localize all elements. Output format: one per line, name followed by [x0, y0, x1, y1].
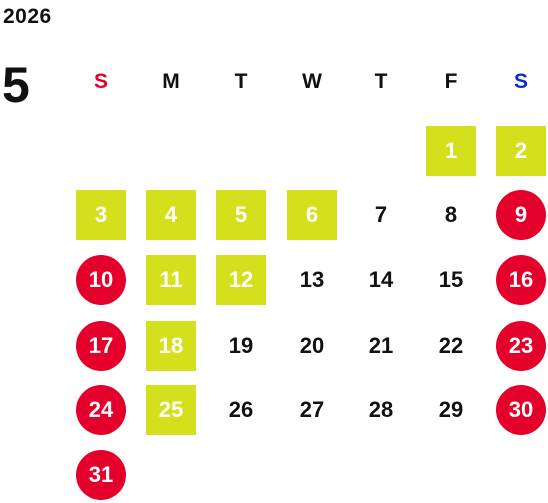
day-cell[interactable]: 23 [496, 321, 546, 371]
day-cell[interactable]: 30 [496, 385, 546, 435]
day-cell[interactable]: 8 [444, 202, 458, 227]
day-cell[interactable]: 7 [374, 202, 388, 227]
year-label: 2026 [3, 5, 52, 28]
day-cell[interactable]: 17 [76, 321, 126, 371]
day-cell[interactable]: 4 [146, 190, 196, 240]
day-cell[interactable]: 11 [146, 255, 196, 305]
day-cell[interactable]: 20 [299, 333, 325, 358]
day-cell[interactable]: 28 [368, 397, 394, 422]
weekday-label: S [513, 70, 528, 93]
day-cell[interactable]: 16 [496, 255, 546, 305]
day-cell[interactable]: 14 [368, 267, 394, 292]
day-cell[interactable]: 31 [76, 450, 126, 500]
day-cell[interactable]: 26 [228, 397, 254, 422]
day-cell[interactable]: 27 [299, 397, 325, 422]
day-cell[interactable]: 25 [146, 385, 196, 435]
day-cell[interactable]: 15 [438, 267, 464, 292]
day-cell[interactable]: 3 [76, 190, 126, 240]
weekday-label: F [444, 70, 458, 93]
weekday-label: M [162, 70, 180, 93]
day-cell[interactable]: 9 [496, 190, 546, 240]
weekday-label: S [93, 70, 108, 93]
day-cell[interactable]: 6 [287, 190, 337, 240]
day-cell[interactable]: 5 [216, 190, 266, 240]
day-cell[interactable]: 21 [368, 333, 394, 358]
month-number: 5 [2, 57, 30, 113]
day-cell[interactable]: 2 [496, 126, 546, 176]
day-cell[interactable]: 24 [76, 385, 126, 435]
day-cell[interactable]: 13 [299, 267, 325, 292]
day-cell[interactable]: 19 [228, 333, 254, 358]
day-cell[interactable]: 29 [438, 397, 464, 422]
weekday-label: T [374, 70, 388, 93]
day-cell[interactable]: 18 [146, 321, 196, 371]
weekday-label: T [234, 70, 248, 93]
day-cell[interactable]: 1 [426, 126, 476, 176]
weekday-label: W [302, 70, 322, 93]
day-cell[interactable]: 10 [76, 255, 126, 305]
day-cell[interactable]: 22 [438, 333, 464, 358]
day-cell[interactable]: 12 [216, 255, 266, 305]
